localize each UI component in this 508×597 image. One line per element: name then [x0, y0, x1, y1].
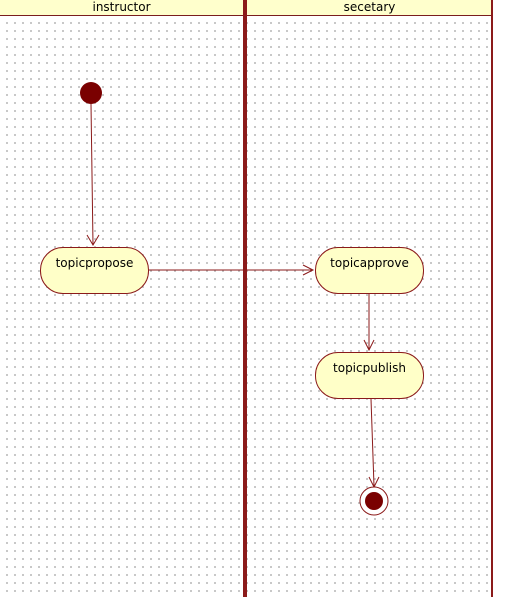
lane-header-secretary: secetary	[247, 0, 492, 16]
edge-approve-to-publish[interactable]	[363, 294, 375, 352]
lane-header-instructor: instructor	[0, 0, 243, 16]
swimlane-border-right	[491, 0, 493, 597]
initial-node[interactable]	[80, 82, 102, 104]
swimlane-divider	[243, 0, 247, 597]
action-topicapprove[interactable]: topicapprove	[315, 247, 424, 294]
edge-propose-to-approve[interactable]	[149, 264, 315, 276]
action-topicpropose[interactable]: topicpropose	[40, 247, 149, 294]
final-node[interactable]	[359, 486, 389, 516]
edge-initial-to-propose[interactable]	[86, 103, 100, 246]
action-topicpublish[interactable]: topicpublish	[315, 352, 424, 399]
edge-publish-to-final[interactable]	[368, 398, 380, 489]
canvas-margin	[493, 0, 508, 597]
